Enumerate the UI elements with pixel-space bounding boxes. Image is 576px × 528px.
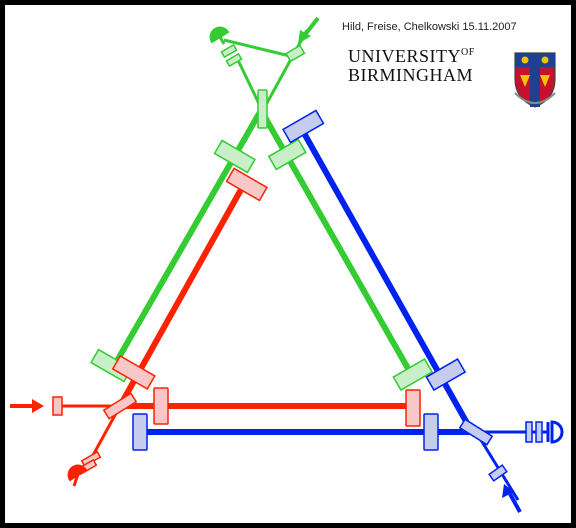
arrow-down-left-icon (298, 16, 320, 44)
green-mirror-right-bottom (392, 358, 434, 392)
green-detector-lenses (220, 43, 243, 68)
green-mirror-left-top (213, 139, 256, 174)
blue-input-mirror (488, 464, 508, 482)
green-optics (90, 43, 434, 392)
blue-beam-right-arm (297, 124, 475, 434)
red-beam (10, 184, 412, 469)
green-input-mirror (285, 44, 306, 63)
university-of: OF (461, 47, 475, 58)
arrow-right-icon (10, 399, 44, 413)
red-beamsplitter (102, 392, 138, 420)
red-input-mirror (52, 396, 63, 416)
blue-detector-lenses (525, 421, 543, 443)
blue-beam-input (474, 431, 520, 501)
university-line-1: UNIVERSITY (348, 46, 461, 66)
green-mirror-right-top (267, 138, 307, 171)
blue-beamsplitter (458, 418, 494, 446)
red-mirror-lower (111, 354, 156, 390)
red-arm-mirror-left (153, 387, 169, 425)
red-arm-mirror-right (405, 389, 421, 427)
red-mirror-top (225, 167, 268, 202)
photodetector-icon (546, 420, 564, 444)
green-beamsplitter (257, 89, 268, 129)
university-crest-icon (514, 52, 556, 108)
blue-mirror-right (425, 358, 467, 392)
blue-arm-mirror-right (423, 413, 439, 451)
green-beam (111, 29, 413, 374)
university-name: UNIVERSITYOF BIRMINGHAM (348, 43, 475, 85)
green-beam-upper (223, 38, 291, 58)
slide-panel: Hild, Freise, Chelkowski 15.11.2007 UNIV… (5, 5, 571, 523)
author-credit: Hild, Freise, Chelkowski 15.11.2007 (342, 21, 517, 33)
blue-arm-mirror-left (132, 413, 148, 451)
triangle-interferometer-diagram (10, 16, 564, 513)
blue-optics (132, 109, 543, 482)
blue-mirror-top (282, 109, 325, 144)
green-beam-input (260, 29, 309, 113)
photodetector-icon (209, 26, 230, 45)
arrow-up-left-icon (502, 484, 522, 513)
photodetector-icon (67, 464, 88, 487)
university-line-2: BIRMINGHAM (348, 65, 474, 85)
